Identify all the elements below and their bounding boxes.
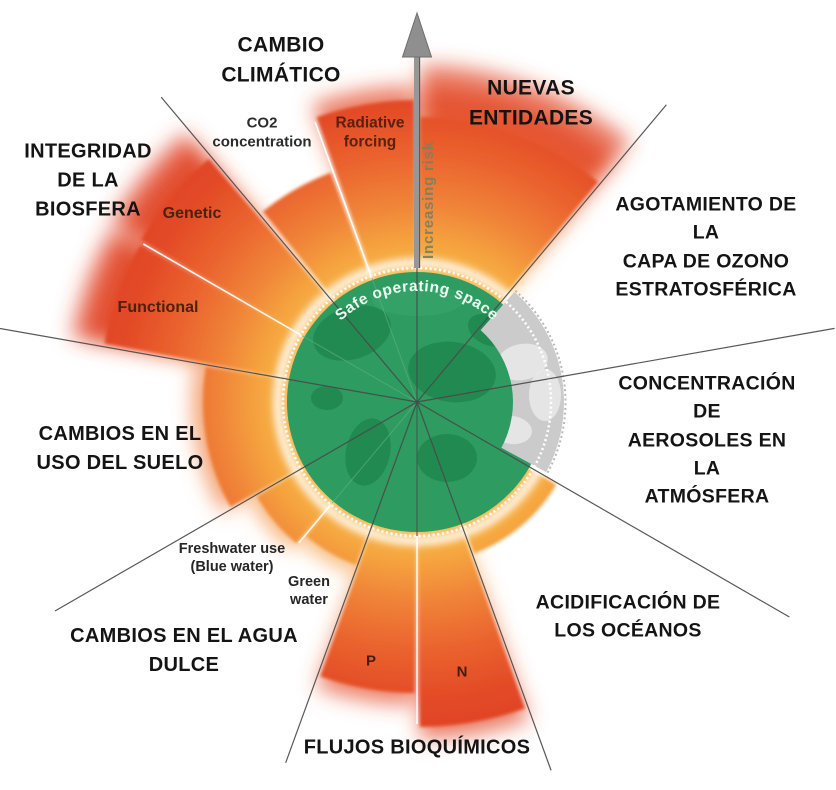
sector-line-160	[416, 401, 552, 771]
label-concentracion-aerosoles: CONCENTRACIÓN DE AEROSOLES EN LA ATMÓSFE…	[618, 372, 796, 508]
label-radiative-forcing: Radiative forcing	[335, 114, 405, 151]
inner-sub-divider	[331, 401, 418, 504]
label-integridad-biosfera: INTEGRIDAD DE LA BIOSFERA	[24, 140, 152, 221]
wedge-phosphorus	[320, 496, 417, 693]
wedge-functional	[104, 245, 330, 384]
continent-shape	[417, 434, 477, 482]
sector-boundary-lines	[0, 55, 835, 771]
label-cambios-uso-suelo: CAMBIOS EN EL USO DEL SUELO	[36, 423, 204, 474]
increasing-risk-arrowhead-icon	[401, 11, 433, 58]
sector-line-280	[0, 327, 418, 403]
label-nuevas-entidades: NUEVAS ENTIDADES	[468, 76, 594, 130]
sector-line-320	[160, 96, 418, 403]
inner-sub-divider	[302, 335, 418, 403]
continent-shape	[345, 418, 391, 486]
label-flujos-bioquimicos: FLUJOS BIOQUÍMICOS	[303, 736, 531, 759]
inner-sub-divider	[371, 277, 418, 403]
label-phosphorus: P	[365, 652, 377, 670]
label-cambio-climatico: CAMBIO CLIMÁTICO	[221, 33, 341, 87]
label-co2-concentration: CO2 concentration	[212, 114, 312, 150]
label-nitrogen: N	[456, 663, 468, 681]
increasing-risk-label: Increasing risk	[420, 141, 437, 259]
sector-line-80	[416, 327, 835, 403]
gray-continent-shape	[529, 369, 561, 421]
label-acidificacion-oceanos: ACIDIFICACIÓN DE LOS OCÉANOS	[535, 591, 721, 642]
sector-line-120	[416, 401, 790, 618]
increasing-risk-arrow-shaft	[414, 54, 420, 268]
sector-line-200	[285, 401, 418, 764]
wedge-nitrogen	[417, 496, 525, 727]
sub-wedge-divider-220	[298, 504, 332, 544]
gray-unquantified-wedge	[480, 291, 564, 473]
sub-wedge-divider-340	[314, 121, 372, 277]
continent-shape	[372, 284, 464, 316]
wedge-co2-concentration	[262, 172, 382, 325]
label-genetic: Genetic	[162, 205, 222, 222]
increasing-risk-arrow	[401, 11, 433, 268]
label-agotamiento-ozono: AGOTAMIENTO DE LA CAPA DE OZONO ESTRATOS…	[615, 193, 797, 301]
sector-line-240	[54, 401, 418, 612]
continent-shape	[311, 386, 343, 410]
wedge-genetic	[141, 159, 352, 352]
safe-operating-space-globe	[273, 258, 567, 546]
label-functional: Functional	[117, 299, 199, 316]
gray-continent-shape	[496, 343, 548, 381]
label-freshwater-blue-water: Freshwater use (Blue water)	[178, 540, 286, 575]
label-cambios-agua-dulce: CAMBIOS EN EL AGUA DULCE	[70, 625, 298, 676]
label-green-water: Green water	[288, 573, 330, 608]
wedge-radiative-forcing	[316, 100, 416, 308]
sub-wedge-divider-300	[142, 243, 302, 336]
sector-line-40	[416, 104, 667, 403]
